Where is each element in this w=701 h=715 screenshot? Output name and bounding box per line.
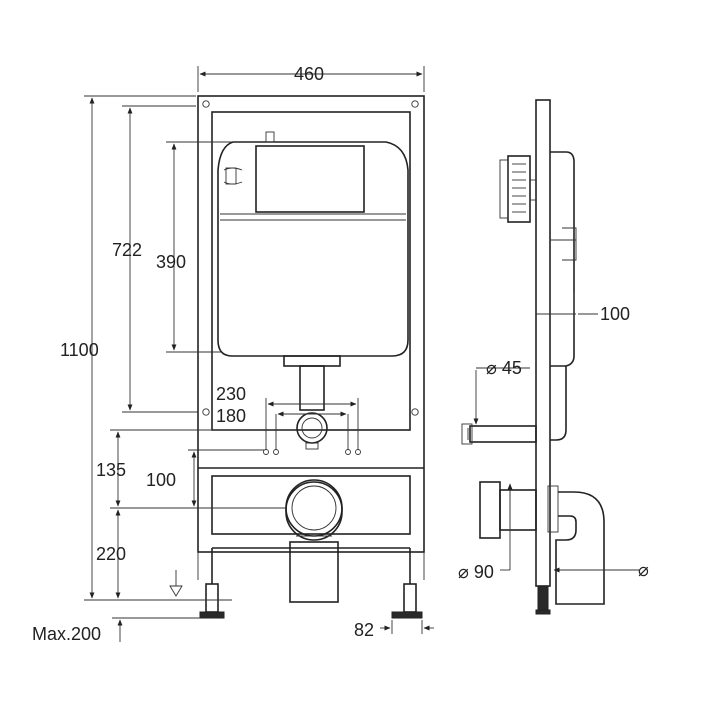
frame-outline [197,95,425,553]
lower-panel [211,475,411,535]
screw-icon [411,408,419,416]
dim-spacing-outer: 230 [216,384,246,404]
floor-level-icon [169,570,183,597]
dim-foot-width: 82 [354,620,374,640]
side-view [461,99,605,615]
flush-connector [296,412,328,444]
screw-icon [202,408,210,416]
dim-drain-diameter: ⌀ [638,560,649,580]
front-dimensions: 460 1100 722 390 230 180 135 220 [32,64,434,644]
dim-flush-pipe-diameter: ⌀ 45 [486,358,522,378]
dim-max-adjust: Max.200 [32,624,101,644]
flush-panel-opening [255,145,365,213]
front-view [156,95,425,619]
dim-frame-width: 460 [294,64,324,84]
dim-support-height: 722 [112,240,142,260]
drain-bend [555,491,605,605]
cistern [217,141,409,357]
dim-height-220: 220 [96,544,126,564]
waste-outlet [285,479,343,537]
waste-pipe [479,481,501,539]
dim-total-height: 1100 [60,340,99,360]
dim-height-100: 100 [146,470,176,490]
frame-inner-window [211,111,411,431]
screw-icon [202,100,210,108]
dim-cistern-height: 390 [156,252,186,272]
dim-height-135: 135 [96,460,126,480]
side-dimensions: 100 ⌀ 45 ⌀ 90 ⌀ [458,292,649,582]
dim-depth: 100 [600,304,630,324]
dim-outlet-diameter: ⌀ 90 [458,562,494,582]
dim-spacing-inner: 180 [216,406,246,426]
screw-icon [411,100,419,108]
flush-pipe [469,425,537,443]
